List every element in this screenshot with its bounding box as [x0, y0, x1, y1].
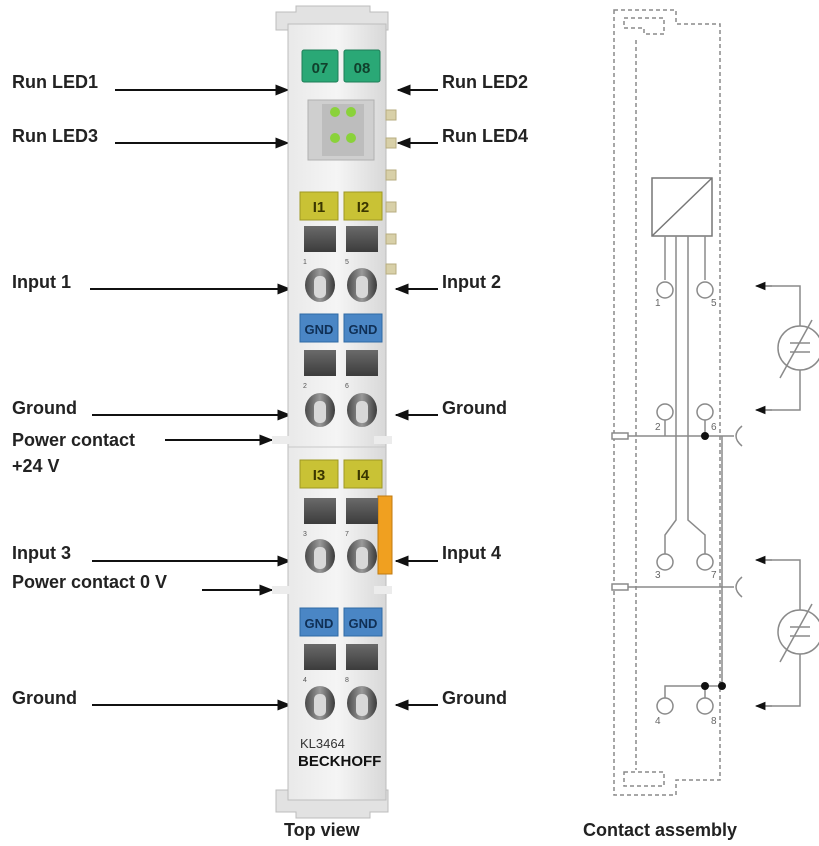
- run-leds: [330, 107, 356, 143]
- tab-gnd-b1-text: GND: [305, 616, 334, 631]
- svg-text:8: 8: [711, 716, 717, 727]
- leader-lines: [90, 84, 438, 711]
- svg-text:1: 1: [655, 298, 661, 309]
- svg-text:2: 2: [303, 383, 307, 390]
- svg-text:6: 6: [711, 422, 717, 433]
- model-text: KL3464: [300, 736, 345, 751]
- label-input1: Input 1: [12, 272, 71, 292]
- tab-i2-text: I2: [357, 199, 370, 216]
- tab-07-text: 07: [312, 60, 329, 77]
- svg-text:5: 5: [345, 259, 349, 266]
- label-power-contact-plus: Power contact: [12, 430, 136, 450]
- label-run-led2: Run LED2: [442, 72, 529, 92]
- contact-assembly: [611, 9, 819, 796]
- svg-text:7: 7: [711, 570, 717, 581]
- svg-text:1: 1: [303, 259, 307, 266]
- label-input3: Input 3: [12, 543, 71, 563]
- tab-gnd-a2-text: GND: [349, 322, 378, 337]
- svg-text:6: 6: [345, 383, 349, 390]
- label-ground1: Ground: [12, 398, 77, 418]
- caption-contact-assembly: Contact assembly: [583, 820, 738, 840]
- tab-08-text: 08: [354, 60, 371, 77]
- tab-gnd-b2-text: GND: [349, 616, 378, 631]
- label-ground2: Ground: [442, 398, 507, 418]
- label-ground4: Ground: [442, 688, 507, 708]
- tab-i4-text: I4: [357, 467, 370, 484]
- label-run-led3: Run LED3: [12, 126, 99, 146]
- tab-i1-text: I1: [313, 199, 326, 216]
- svg-text:2: 2: [655, 422, 661, 433]
- label-ground3: Ground: [12, 688, 77, 708]
- svg-text:7: 7: [345, 531, 349, 538]
- caption-top-view: Top view: [284, 820, 360, 840]
- label-run-led4: Run LED4: [442, 126, 529, 146]
- svg-text:8: 8: [345, 677, 349, 684]
- svg-text:3: 3: [655, 570, 661, 581]
- svg-text:5: 5: [711, 298, 717, 309]
- label-input4: Input 4: [442, 543, 501, 563]
- junction-dots: [701, 432, 726, 690]
- sensor-arrows: [754, 281, 772, 711]
- tab-gnd-a1-text: GND: [305, 322, 334, 337]
- label-power-contact-zero: Power contact 0 V: [12, 572, 168, 592]
- tab-i3-text: I3: [313, 467, 326, 484]
- svg-text:4: 4: [303, 677, 307, 684]
- svg-text:3: 3: [303, 531, 307, 538]
- terminal-top-view: 07 08 I1 I2 1 5 GND GND: [272, 5, 397, 819]
- svg-text:4: 4: [655, 716, 661, 727]
- brand-logo: BECKHOFF: [298, 753, 381, 770]
- label-input2: Input 2: [442, 272, 501, 292]
- contact-numbers: 1 5 2 6 3 7 4 8: [655, 298, 717, 727]
- label-run-led1: Run LED1: [12, 72, 99, 92]
- label-power-contact-plus-value: +24 V: [12, 456, 60, 476]
